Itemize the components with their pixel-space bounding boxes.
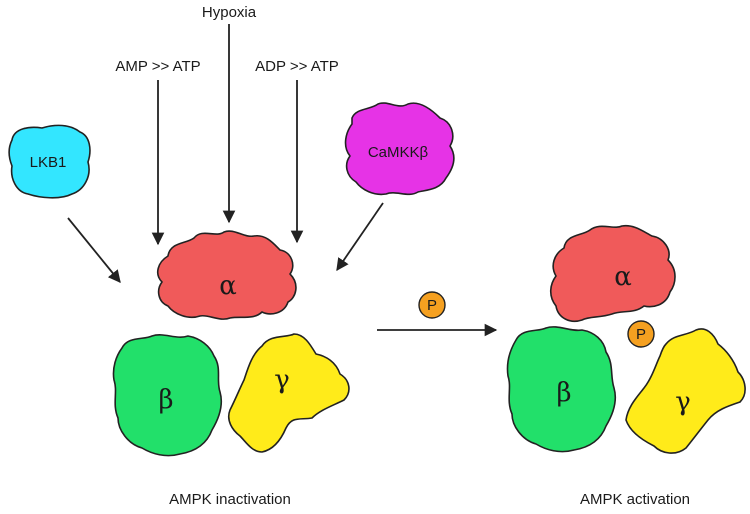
lkb1-label: LKB1 (30, 154, 67, 171)
activation-caption: AMPK activation (580, 491, 690, 508)
lkb1-protein (8, 124, 91, 199)
phosphate-bound (627, 320, 655, 348)
camkkb-protein (344, 102, 455, 196)
beta-subunit-inactive (112, 334, 223, 457)
lkb1-arrow (67, 217, 121, 283)
phosphate-bound-label: P (636, 326, 646, 343)
phosphate-donor (418, 291, 446, 319)
camkkb-arrow (336, 202, 384, 272)
hypoxia-label: Hypoxia (202, 4, 257, 21)
inactivation-caption: AMPK inactivation (169, 491, 291, 508)
camkkb-label: CaMKKβ (368, 144, 429, 161)
gamma-subunit-active (625, 328, 746, 454)
adp-atp-label: ADP >> ATP (255, 58, 339, 75)
gamma-label-inactive: γ (274, 365, 290, 395)
beta-subunit-active (506, 326, 617, 453)
beta-label-active: β (556, 378, 571, 408)
alpha-label-active: α (614, 262, 632, 292)
alpha-subunit-active (549, 224, 676, 322)
alpha-label-inactive: α (219, 271, 237, 301)
gamma-label-active: γ (675, 387, 691, 417)
phosphate-donor-label: P (427, 297, 437, 314)
amp-atp-label: AMP >> ATP (115, 58, 200, 75)
beta-label-inactive: β (158, 385, 173, 415)
alpha-subunit-inactive (156, 230, 297, 320)
gamma-subunit-inactive (227, 333, 350, 453)
